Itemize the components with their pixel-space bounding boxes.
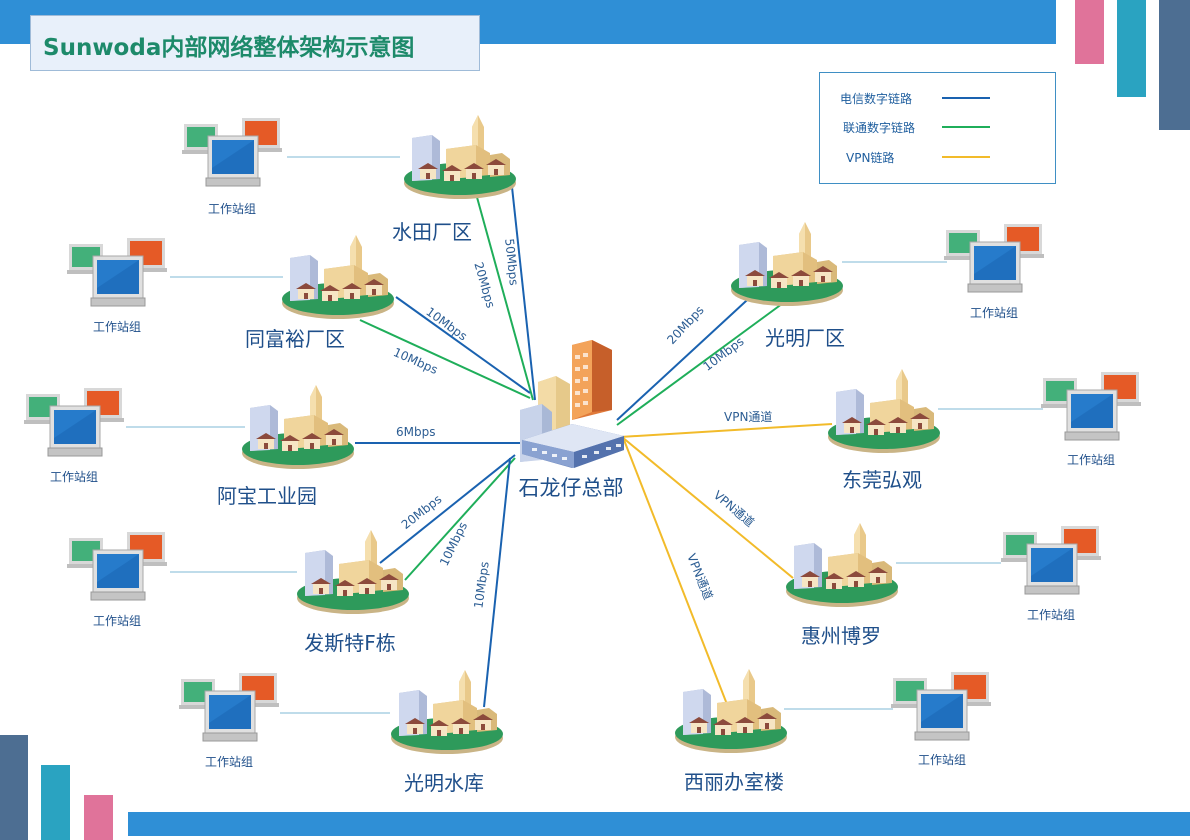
deco-bar-teal-bottom <box>41 765 70 840</box>
deco-bar-teal-top <box>1117 0 1146 97</box>
legend-swatch-unicom <box>942 126 990 128</box>
legend: 电信数字链路 联通数字链路 VPN链路 <box>819 72 1056 184</box>
link-line-shuitian-telecom <box>511 186 536 401</box>
link-line-fasite-unicom <box>404 457 516 581</box>
workstation-icon <box>67 532 171 614</box>
workstation-label-guangming: 工作站组 <box>969 306 1019 320</box>
legend-label-unicom: 联通数字链路 <box>843 121 916 135</box>
deco-bar-slate-bottom <box>0 735 28 840</box>
link-label-dongguan-vpn: VPN通道 <box>724 410 773 424</box>
workstation-icon <box>179 673 283 755</box>
workstation-icon <box>67 238 171 320</box>
site-label-dongguan: 东莞弘观 <box>842 468 922 492</box>
workstation-label-fasite: 工作站组 <box>92 614 142 628</box>
workstation-label-tongfuyu: 工作站组 <box>92 320 142 334</box>
deco-bar-pink-top <box>1075 0 1104 64</box>
link-line-dongguan-vpn <box>619 423 833 438</box>
workstation-label-gmshuiku: 工作站组 <box>204 755 254 769</box>
legend-item-telecom: 电信数字链路 <box>820 88 1057 108</box>
legend-item-unicom: 联通数字链路 <box>820 117 1057 137</box>
link-line-guangming-telecom <box>616 289 759 421</box>
site-label-guangming: 光明厂区 <box>765 326 845 350</box>
campus-icon <box>240 383 356 475</box>
site-label-tongfuyu: 同富裕厂区 <box>245 327 345 351</box>
workstation-label-abao: 工作站组 <box>49 470 99 484</box>
workstation-label-shuitian: 工作站组 <box>207 202 257 216</box>
deco-bar-pink-bottom <box>84 795 113 840</box>
link-line-gmshuiku-telecom <box>483 457 511 708</box>
hq-label: 石龙仔总部 <box>518 476 624 500</box>
workstation-icon <box>1001 526 1105 608</box>
campus-icon <box>280 233 396 325</box>
workstation-label-dongguan: 工作站组 <box>1066 453 1116 467</box>
link-line-huizhou-vpn <box>621 436 794 579</box>
bottom-banner <box>128 812 1190 836</box>
link-line-tongfuyu-unicom <box>359 319 531 399</box>
workstation-label-huizhou: 工作站组 <box>1026 608 1076 622</box>
link-line-shuitian-unicom <box>474 189 534 401</box>
site-label-abao: 阿宝工业园 <box>217 484 317 508</box>
link-line-xili-vpn <box>623 439 731 713</box>
link-line-tongfuyu-telecom <box>395 296 531 394</box>
site-label-xili: 西丽办室楼 <box>684 770 784 794</box>
workstation-icon <box>1041 372 1145 454</box>
campus-icon <box>295 528 411 620</box>
title-box: Sunwoda内部网络整体架构示意图 <box>30 15 480 71</box>
legend-label-vpn: VPN链路 <box>846 151 895 165</box>
workstation-icon <box>891 672 995 754</box>
campus-icon <box>402 113 518 205</box>
workstation-icon <box>182 118 286 200</box>
campus-icon <box>389 668 505 760</box>
site-label-gmshuiku: 光明水库 <box>404 771 484 795</box>
workstation-icon <box>944 224 1048 306</box>
campus-icon <box>729 220 845 312</box>
legend-label-telecom: 电信数字链路 <box>840 92 913 106</box>
workstation-label-xili: 工作站组 <box>917 753 967 767</box>
lan-connectors <box>126 156 1043 714</box>
office-tower-icon <box>520 340 624 468</box>
site-label-fasite: 发斯特F栋 <box>304 631 396 655</box>
legend-item-vpn: VPN链路 <box>820 147 1057 167</box>
site-label-shuitian: 水田厂区 <box>392 220 472 244</box>
workstation-icon <box>24 388 128 470</box>
link-line-guangming-unicom <box>616 297 791 426</box>
page-title: Sunwoda内部网络整体架构示意图 <box>43 35 415 61</box>
campus-icon <box>673 667 789 759</box>
site-label-huizhou: 惠州博罗 <box>801 624 881 648</box>
legend-swatch-telecom <box>942 97 990 99</box>
link-label-abao-telecom: 6Mbps <box>396 425 436 439</box>
deco-bar-slate-top <box>1159 0 1190 130</box>
campus-icon <box>784 521 900 613</box>
legend-swatch-vpn <box>942 156 990 158</box>
campus-icon <box>826 367 942 459</box>
link-line-fasite-telecom <box>379 454 516 564</box>
